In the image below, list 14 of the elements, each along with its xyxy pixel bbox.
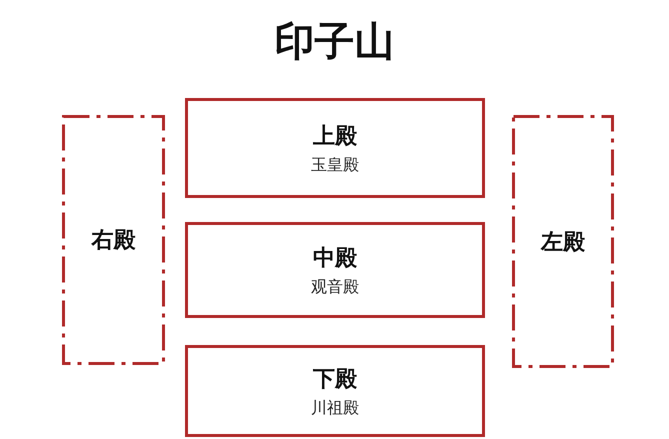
hall-name: 中殿 bbox=[313, 244, 357, 272]
hall-subtitle: 玉皇殿 bbox=[311, 154, 359, 176]
side-hall-box bbox=[512, 115, 614, 368]
hall-box bbox=[185, 345, 485, 437]
hall-name: 右殿 bbox=[92, 227, 136, 255]
hall-name: 下殿 bbox=[313, 366, 357, 394]
hall-box bbox=[185, 98, 485, 198]
hall-name: 上殿 bbox=[313, 122, 357, 150]
hall-name: 左殿 bbox=[541, 228, 585, 256]
title: 印子山 bbox=[274, 18, 396, 67]
hall-subtitle: 川祖殿 bbox=[311, 398, 359, 418]
hall-box bbox=[185, 222, 485, 318]
hall-subtitle: 观音殿 bbox=[311, 276, 359, 298]
side-hall-box bbox=[62, 115, 165, 365]
